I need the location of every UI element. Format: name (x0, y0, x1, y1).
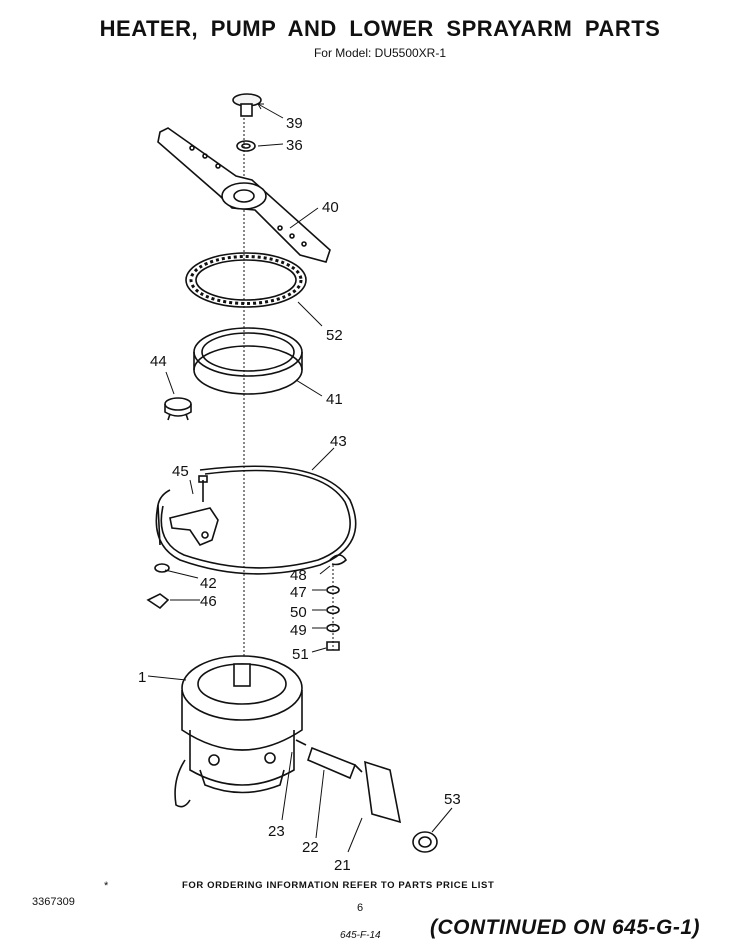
part-50-washer (326, 605, 340, 615)
part-41-retaining-ring (193, 327, 303, 395)
footer-star: * (104, 880, 109, 892)
part-47-washer (326, 585, 340, 595)
callout-22: 22 (302, 839, 319, 856)
callout-49: 49 (290, 622, 307, 639)
callout-23: 23 (268, 823, 285, 840)
callout-36: 36 (286, 137, 303, 154)
part-21-plate (364, 760, 402, 824)
part-23-screw (295, 739, 307, 746)
callout-50: 50 (290, 604, 307, 621)
part-36-washer (236, 140, 256, 152)
callout-1: 1 (138, 669, 146, 686)
callout-45: 45 (172, 463, 189, 480)
part-45-bracket (169, 475, 219, 546)
callout-21: 21 (334, 857, 351, 874)
callout-44: 44 (150, 353, 167, 370)
callout-48: 48 (290, 567, 307, 584)
part-49-washer (326, 623, 340, 633)
part-48-clip (329, 554, 348, 566)
callout-40: 40 (322, 199, 339, 216)
part-43-heater (155, 465, 357, 575)
part-39-cap (232, 93, 262, 117)
callout-43: 43 (330, 433, 347, 450)
part-1-pump-motor (174, 655, 303, 808)
callout-47: 47 (290, 584, 307, 601)
ordering-info-note: FOR ORDERING INFORMATION REFER TO PARTS … (182, 880, 495, 891)
model-subtitle: For Model: DU5500XR-1 (313, 46, 447, 60)
part-44-thermostat (164, 397, 192, 421)
part-40-sprayarm (157, 127, 331, 263)
part-22-sensor (307, 746, 363, 780)
callout-53: 53 (444, 791, 461, 808)
callout-39: 39 (286, 115, 303, 132)
callout-52: 52 (326, 327, 343, 344)
callout-46: 46 (200, 593, 217, 610)
part-52-filter-ring (185, 252, 307, 308)
part-53-grommet (412, 831, 438, 853)
callout-42: 42 (200, 575, 217, 592)
part-51-nut (326, 641, 340, 651)
callout-51: 51 (292, 646, 309, 663)
page-title: HEATER, PUMP AND LOWER SPRAYARM PARTS (99, 16, 661, 41)
part-46-clip (146, 593, 170, 610)
continued-note: (CONTINUED ON 645-G-1) (430, 916, 701, 939)
callout-41: 41 (326, 391, 343, 408)
document-number: 3367309 (32, 896, 75, 908)
part-42-washer (154, 563, 170, 573)
handwritten-code: 645-F-14 (340, 930, 381, 941)
page-number: 6 (357, 902, 364, 914)
